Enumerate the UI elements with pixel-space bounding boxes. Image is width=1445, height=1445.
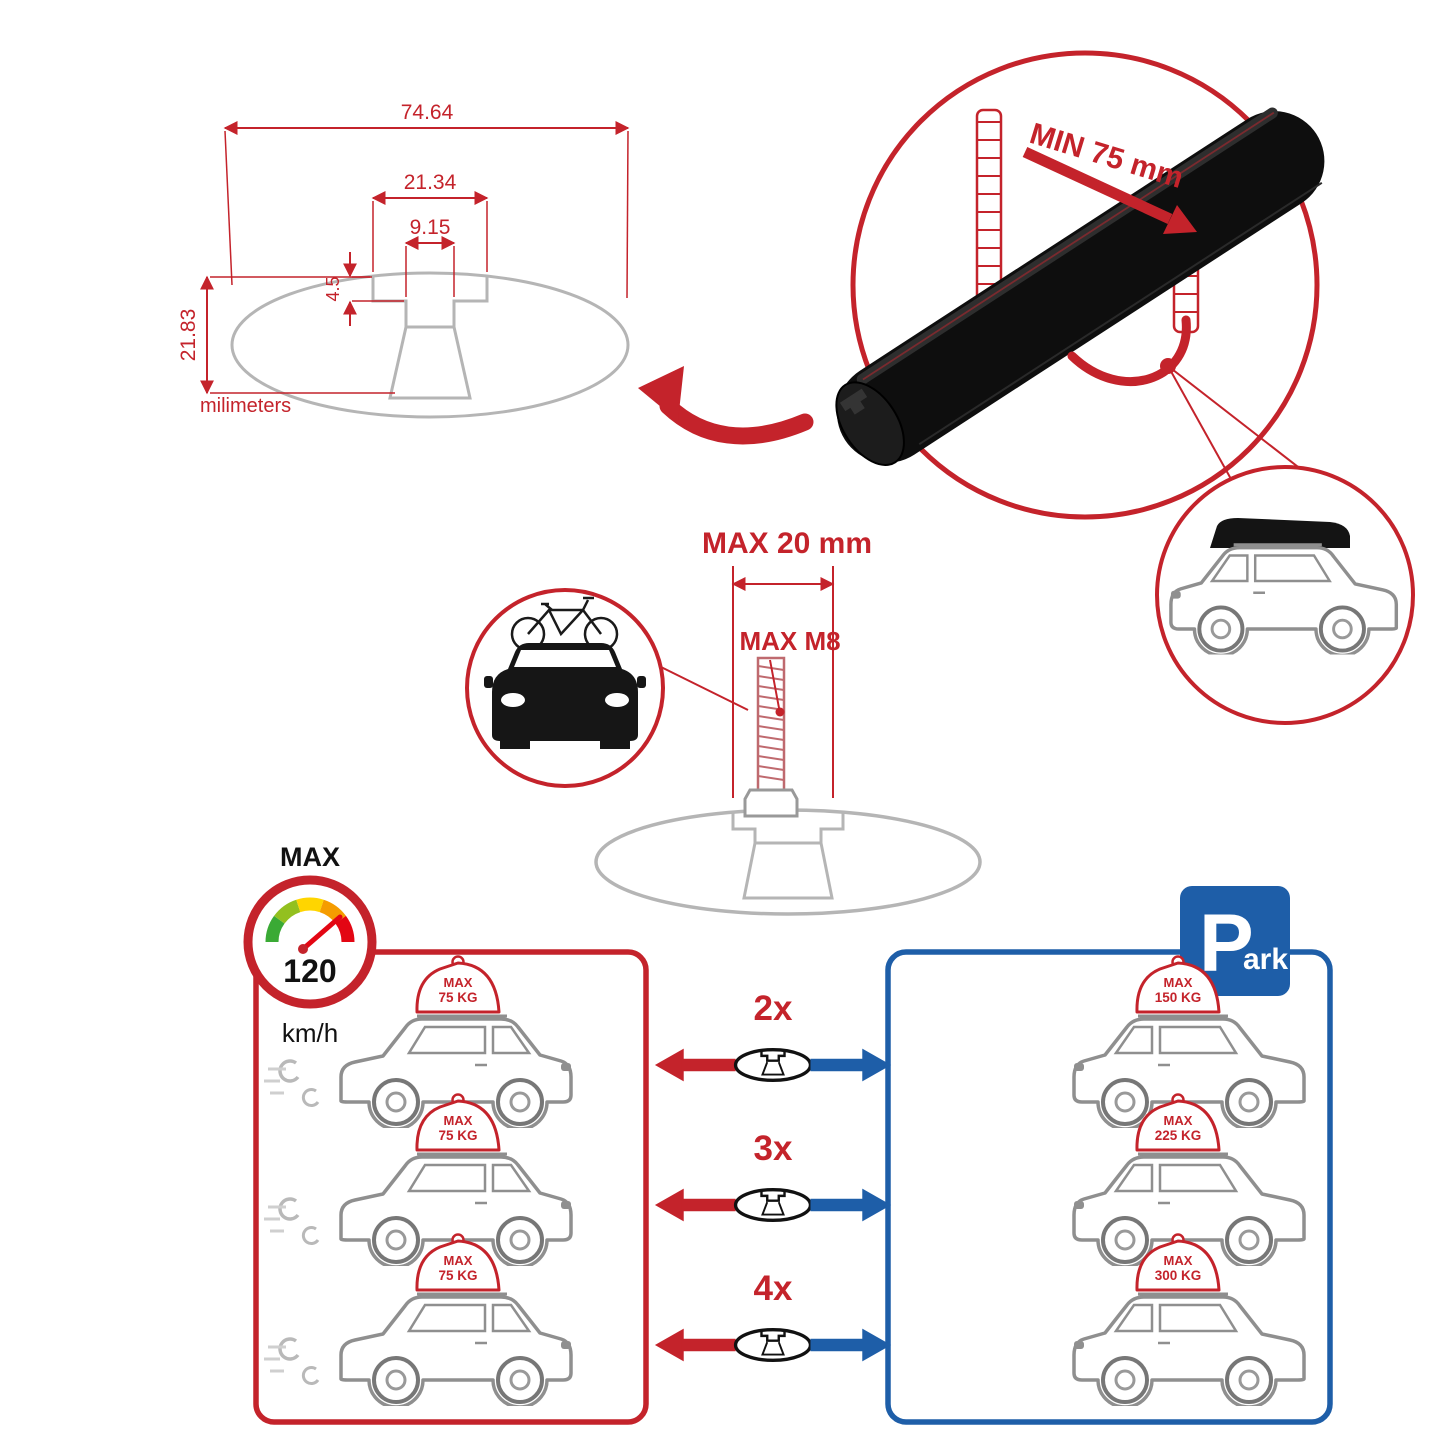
driving-car-row-2: MAX 75 KG [262,1093,573,1266]
bolt-head [743,788,799,818]
speed-unit: km/h [282,1018,338,1048]
t-slot-small [731,812,845,845]
gauge-pivot [298,944,308,954]
mounting-rod-left [975,108,1003,307]
cross-section-diagram: 74.64 21.34 9.15 4.5 21.83 milimeters [177,101,630,419]
bolt-thread-label: MAX M8 [739,626,840,656]
bolt-dimension-lines [731,566,835,798]
bolt-leader-dot [775,707,785,717]
parking-panel: MAX 150 KG MAX 225 KG MAX 300 KG [1072,955,1306,1406]
car-front-icon [484,643,646,749]
bolt-length-label: MAX 20 mm [702,527,872,560]
speed-max-label: MAX [280,842,340,872]
quantity-option-4x: 4x [653,1269,893,1364]
quantity-option-3x: 3x [653,1129,893,1224]
cargo-load-label: 150 KG [1155,990,1202,1005]
quantity-label: 4x [754,1269,793,1308]
dim-slot-width: 9.15 [410,216,451,239]
speed-value: 120 [283,953,336,989]
gauge-needle [300,914,343,952]
quantity-label: 2x [754,989,793,1028]
roof-box [1210,518,1350,548]
dimension-lines [200,121,630,395]
driving-car-row-3: MAX 75 KG [262,1233,573,1406]
driving-panel: MAX 75 KG MAX 75 KG MAX 75 KG [262,955,573,1406]
detail-pointer-arrow [638,366,814,445]
suv-with-roofbox [1168,518,1399,655]
cargo-load-label: 75 KG [438,1268,477,1283]
quantity-options: 2x 3x 4x [653,989,893,1364]
parking-car-row-2: MAX 225 KG [1072,1093,1306,1266]
cargo-load-label: 75 KG [438,990,477,1005]
parking-sign: P ark [1180,886,1290,996]
crossbar-detail-circle: MIN 75 mm [835,50,1406,551]
speed-limit-gauge: MAX 120 km/h [243,842,377,1048]
parking-sign-ark: ark [1243,943,1288,976]
cargo-max-label: MAX [444,975,473,990]
cargo-max-label: MAX [444,1113,473,1128]
suv-roofbox-circle [1155,465,1415,725]
parking-car-row-3: MAX 300 KG [1072,1233,1306,1406]
cargo-max-label: MAX [1164,1113,1193,1128]
mounting-loop [1067,315,1191,386]
dim-channel-width: 21.34 [404,171,457,194]
car-bike-circle [465,588,749,788]
t-bolt [743,656,799,818]
crossbar-3d [835,107,1325,466]
crossbar-quantity-icon [653,1186,893,1224]
cargo-load-label: 225 KG [1155,1128,1202,1143]
cargo-max-label: MAX [1164,975,1193,990]
suv-circle-outline [1155,465,1415,725]
quantity-option-2x: 2x [653,989,893,1084]
cargo-load-label: 75 KG [438,1128,477,1143]
parking-car-row-1: MAX 150 KG [1072,955,1306,1128]
units-label: milimeters [200,395,291,417]
dim-total-width: 74.64 [401,101,454,124]
driving-car-row-1: MAX 75 KG [262,955,573,1128]
quantity-label: 3x [754,1129,793,1168]
crossbar-quantity-icon [653,1326,893,1364]
min-clearance-arrow [1022,147,1197,234]
leader-line-left [1167,365,1232,480]
channel-body-small [742,842,834,900]
cargo-max-label: MAX [1164,1253,1193,1268]
car-bike-leader-line [660,666,749,711]
parking-sign-p: P [1199,898,1254,989]
bolt-diagram: MAX 20 mm MAX M8 [594,527,982,916]
cargo-load-label: 300 KG [1155,1268,1202,1283]
crossbar-profile-ellipse [230,271,630,419]
dim-height: 21.83 [177,309,200,362]
cargo-max-label: MAX [444,1253,473,1268]
channel-body-outline [388,326,472,400]
dim-lip-depth: 4.5 [323,276,343,301]
crossbar-quantity-icon [653,1046,893,1084]
